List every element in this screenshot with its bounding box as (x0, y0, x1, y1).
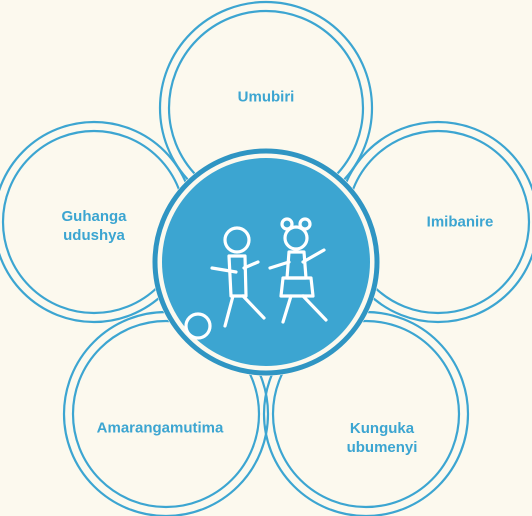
center-disc (162, 158, 370, 366)
children-playing-ball-icon (184, 217, 328, 340)
petal-label-umubiri: Umubiri (237, 88, 295, 106)
center-ring (152, 148, 380, 376)
petal-label-kunguka-ubumenyi: Kunguka ubumenyi (346, 420, 418, 456)
petal-label-imibanire: Imibanire (426, 213, 494, 231)
petal-label-guhanga-udushya: Guhanga udushya (61, 208, 127, 244)
petal-label-amarangamutima: Amarangamutima (96, 419, 224, 437)
